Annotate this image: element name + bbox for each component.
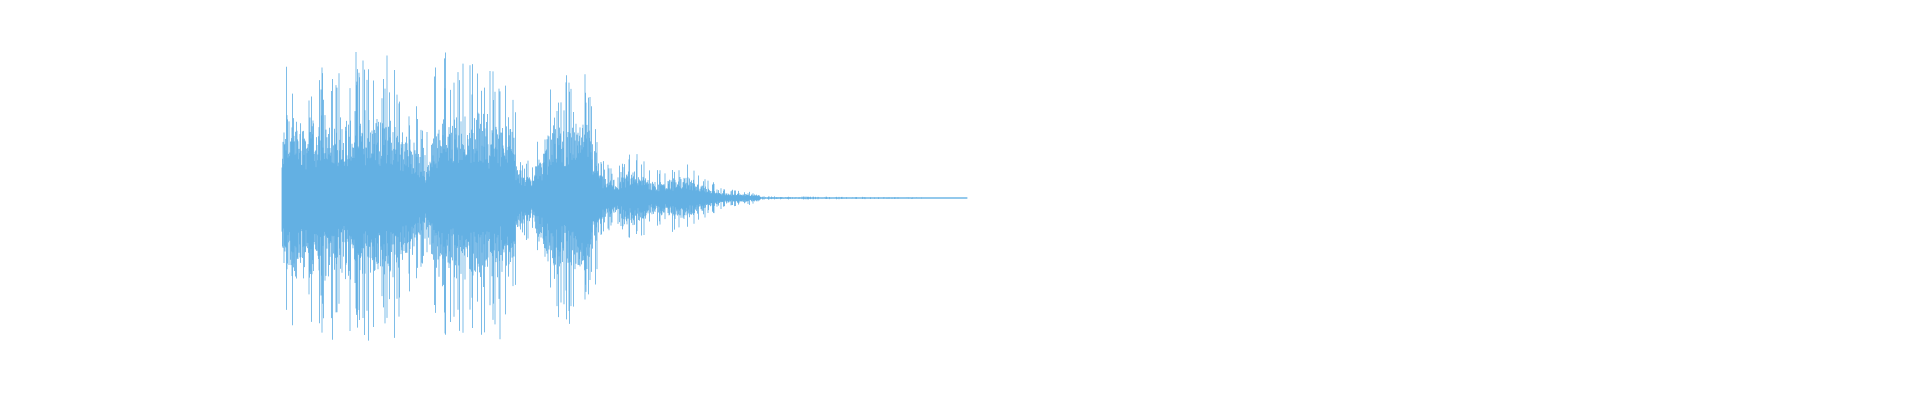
waveform-samples [281, 52, 968, 341]
